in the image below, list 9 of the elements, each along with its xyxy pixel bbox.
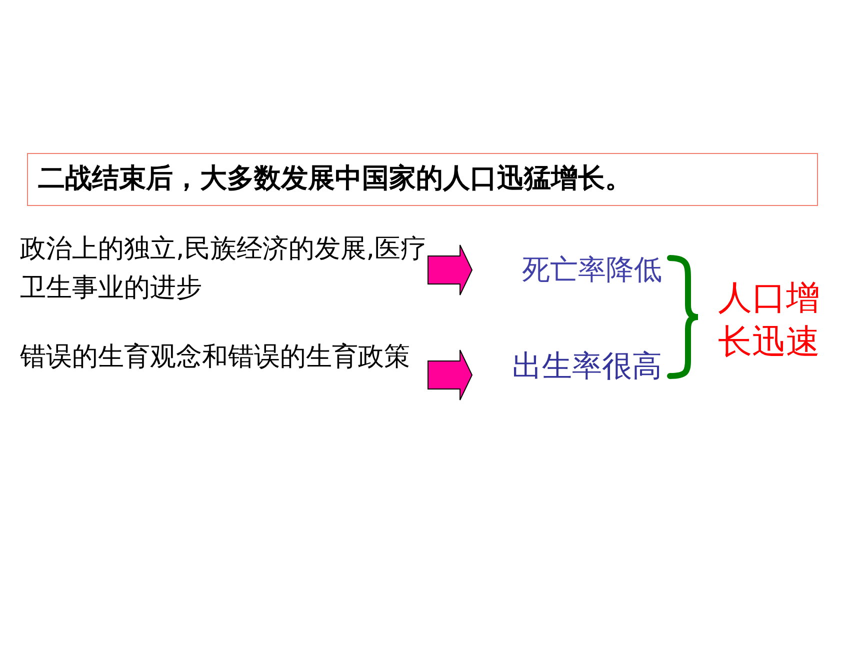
block-arrow: [428, 244, 473, 296]
effect-text: 出生率很高: [511, 348, 662, 386]
effect-text: 死亡率降低: [521, 252, 662, 288]
heading-text: 二战结束后，大多数发展中国家的人口迅猛增长。: [38, 162, 633, 196]
cause-text: 政治上的独立,民族经济的发展,医疗卫生事业的进步: [20, 233, 428, 305]
block-arrow: [428, 350, 473, 400]
result-text: 人口增长迅速: [718, 277, 821, 364]
cause-text: 错误的生育观念和错误的生育政策: [20, 341, 411, 374]
heading-box: [27, 153, 818, 206]
